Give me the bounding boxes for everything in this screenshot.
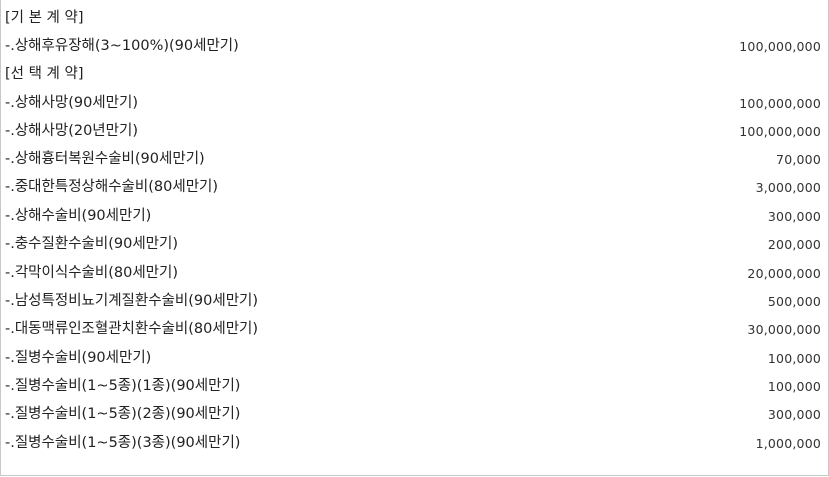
coverage-row: -.상해사망(20년만기) 100,000,000 — [1, 117, 828, 145]
coverage-label: -.상해사망(90세만기) — [5, 95, 138, 111]
coverage-row: -.각막이식수술비(80세만기) 20,000,000 — [1, 259, 828, 287]
coverage-label: -.질병수술비(90세만기) — [5, 350, 152, 366]
coverage-label: -.충수질환수술비(90세만기) — [5, 236, 179, 252]
coverage-amount: 100,000,000 — [739, 124, 821, 139]
section-label: [기 본 계 약] — [5, 10, 84, 26]
coverage-row: -.상해흉터복원수술비(90세만기) 70,000 — [1, 145, 828, 173]
coverage-label: -.대동맥류인조혈관치환수술비(80세만기) — [5, 321, 259, 337]
coverage-label: -.질병수술비(1~5종)(3종)(90세만기) — [5, 435, 241, 451]
coverage-row: -.질병수술비(1~5종)(3종)(90세만기) 1,000,000 — [1, 429, 828, 457]
coverage-amount: 1,000,000 — [755, 436, 821, 451]
coverage-row: -.질병수술비(90세만기) 100,000 — [1, 344, 828, 372]
section-header-optional: [선 택 계 약] — [1, 60, 828, 88]
coverage-amount: 500,000 — [767, 294, 821, 309]
coverage-row: -.질병수술비(1~5종)(2종)(90세만기) 300,000 — [1, 400, 828, 428]
coverage-amount: 300,000 — [767, 407, 821, 422]
coverage-amount: 100,000,000 — [739, 39, 821, 54]
coverage-row: -.중대한특정상해수술비(80세만기) 3,000,000 — [1, 173, 828, 201]
coverage-row: -.질병수술비(1~5종)(1종)(90세만기) 100,000 — [1, 372, 828, 400]
coverage-amount: 3,000,000 — [755, 180, 821, 195]
coverage-label: -.상해후유장해(3~100%)(90세만기) — [5, 38, 239, 54]
coverage-label: -.각막이식수술비(80세만기) — [5, 265, 179, 281]
coverage-row: -.상해수술비(90세만기) 300,000 — [1, 202, 828, 230]
coverage-amount: 20,000,000 — [747, 266, 821, 281]
section-header-basic: [기 본 계 약] — [1, 4, 828, 32]
coverage-amount: 300,000 — [767, 209, 821, 224]
coverage-amount: 100,000,000 — [739, 96, 821, 111]
coverage-amount: 30,000,000 — [747, 322, 821, 337]
coverage-label: -.중대한특정상해수술비(80세만기) — [5, 179, 219, 195]
coverage-row: -.남성특정비뇨기계질환수술비(90세만기) 500,000 — [1, 287, 828, 315]
coverage-row: -.대동맥류인조혈관치환수술비(80세만기) 30,000,000 — [1, 315, 828, 343]
coverage-label: -.질병수술비(1~5종)(1종)(90세만기) — [5, 378, 241, 394]
coverage-amount: 70,000 — [776, 152, 821, 167]
coverage-label: -.상해수술비(90세만기) — [5, 208, 152, 224]
coverage-label: -.상해흉터복원수술비(90세만기) — [5, 151, 205, 167]
coverage-amount: 100,000 — [767, 351, 821, 366]
coverage-row: -.상해사망(90세만기) 100,000,000 — [1, 89, 828, 117]
coverage-row: -.충수질환수술비(90세만기) 200,000 — [1, 230, 828, 258]
coverage-amount: 200,000 — [767, 237, 821, 252]
coverage-amount: 100,000 — [767, 379, 821, 394]
coverage-label: -.남성특정비뇨기계질환수술비(90세만기) — [5, 293, 259, 309]
coverage-label: -.상해사망(20년만기) — [5, 123, 138, 139]
coverage-label: -.질병수술비(1~5종)(2종)(90세만기) — [5, 406, 241, 422]
section-label: [선 택 계 약] — [5, 66, 84, 82]
coverage-row: -.상해후유장해(3~100%)(90세만기) 100,000,000 — [1, 32, 828, 60]
